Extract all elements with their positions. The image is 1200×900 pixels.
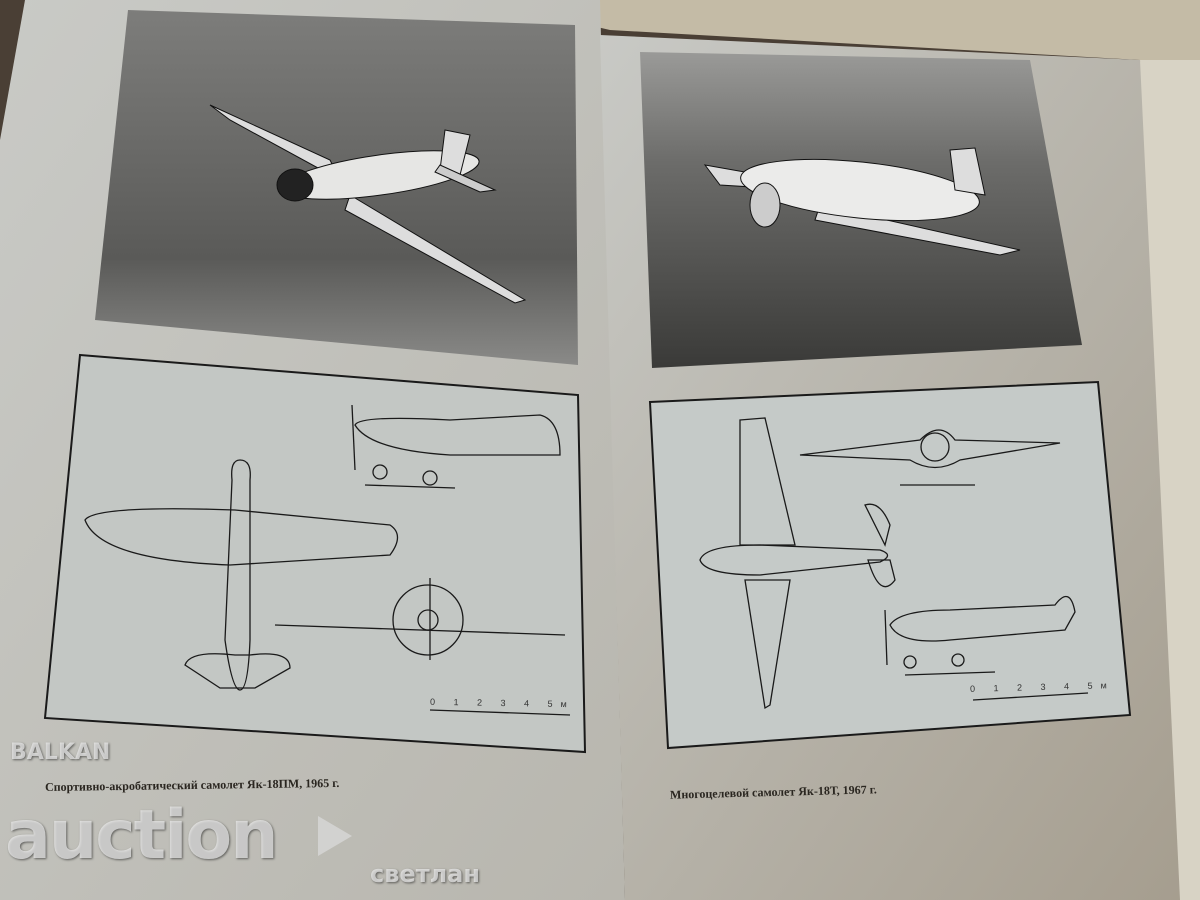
drawing-panel-right [648,380,1132,750]
watermark-svetlan: светлан [370,860,480,888]
three-view-drawing-right [699,417,1089,710]
three-view-drawing-left [84,404,571,716]
airplane-photo-left [209,104,527,304]
scale-bar-right [972,692,1089,701]
scale-bar-left [429,709,571,716]
watermark-play-icon [318,816,352,856]
watermark-balkan: BALKAN [10,740,111,765]
desk-background [480,0,1200,120]
drawing-panel-left [43,353,587,754]
watermark-auction: auction [5,796,279,875]
book-edge [1140,60,1200,900]
airplane-photo-right [703,147,1021,256]
